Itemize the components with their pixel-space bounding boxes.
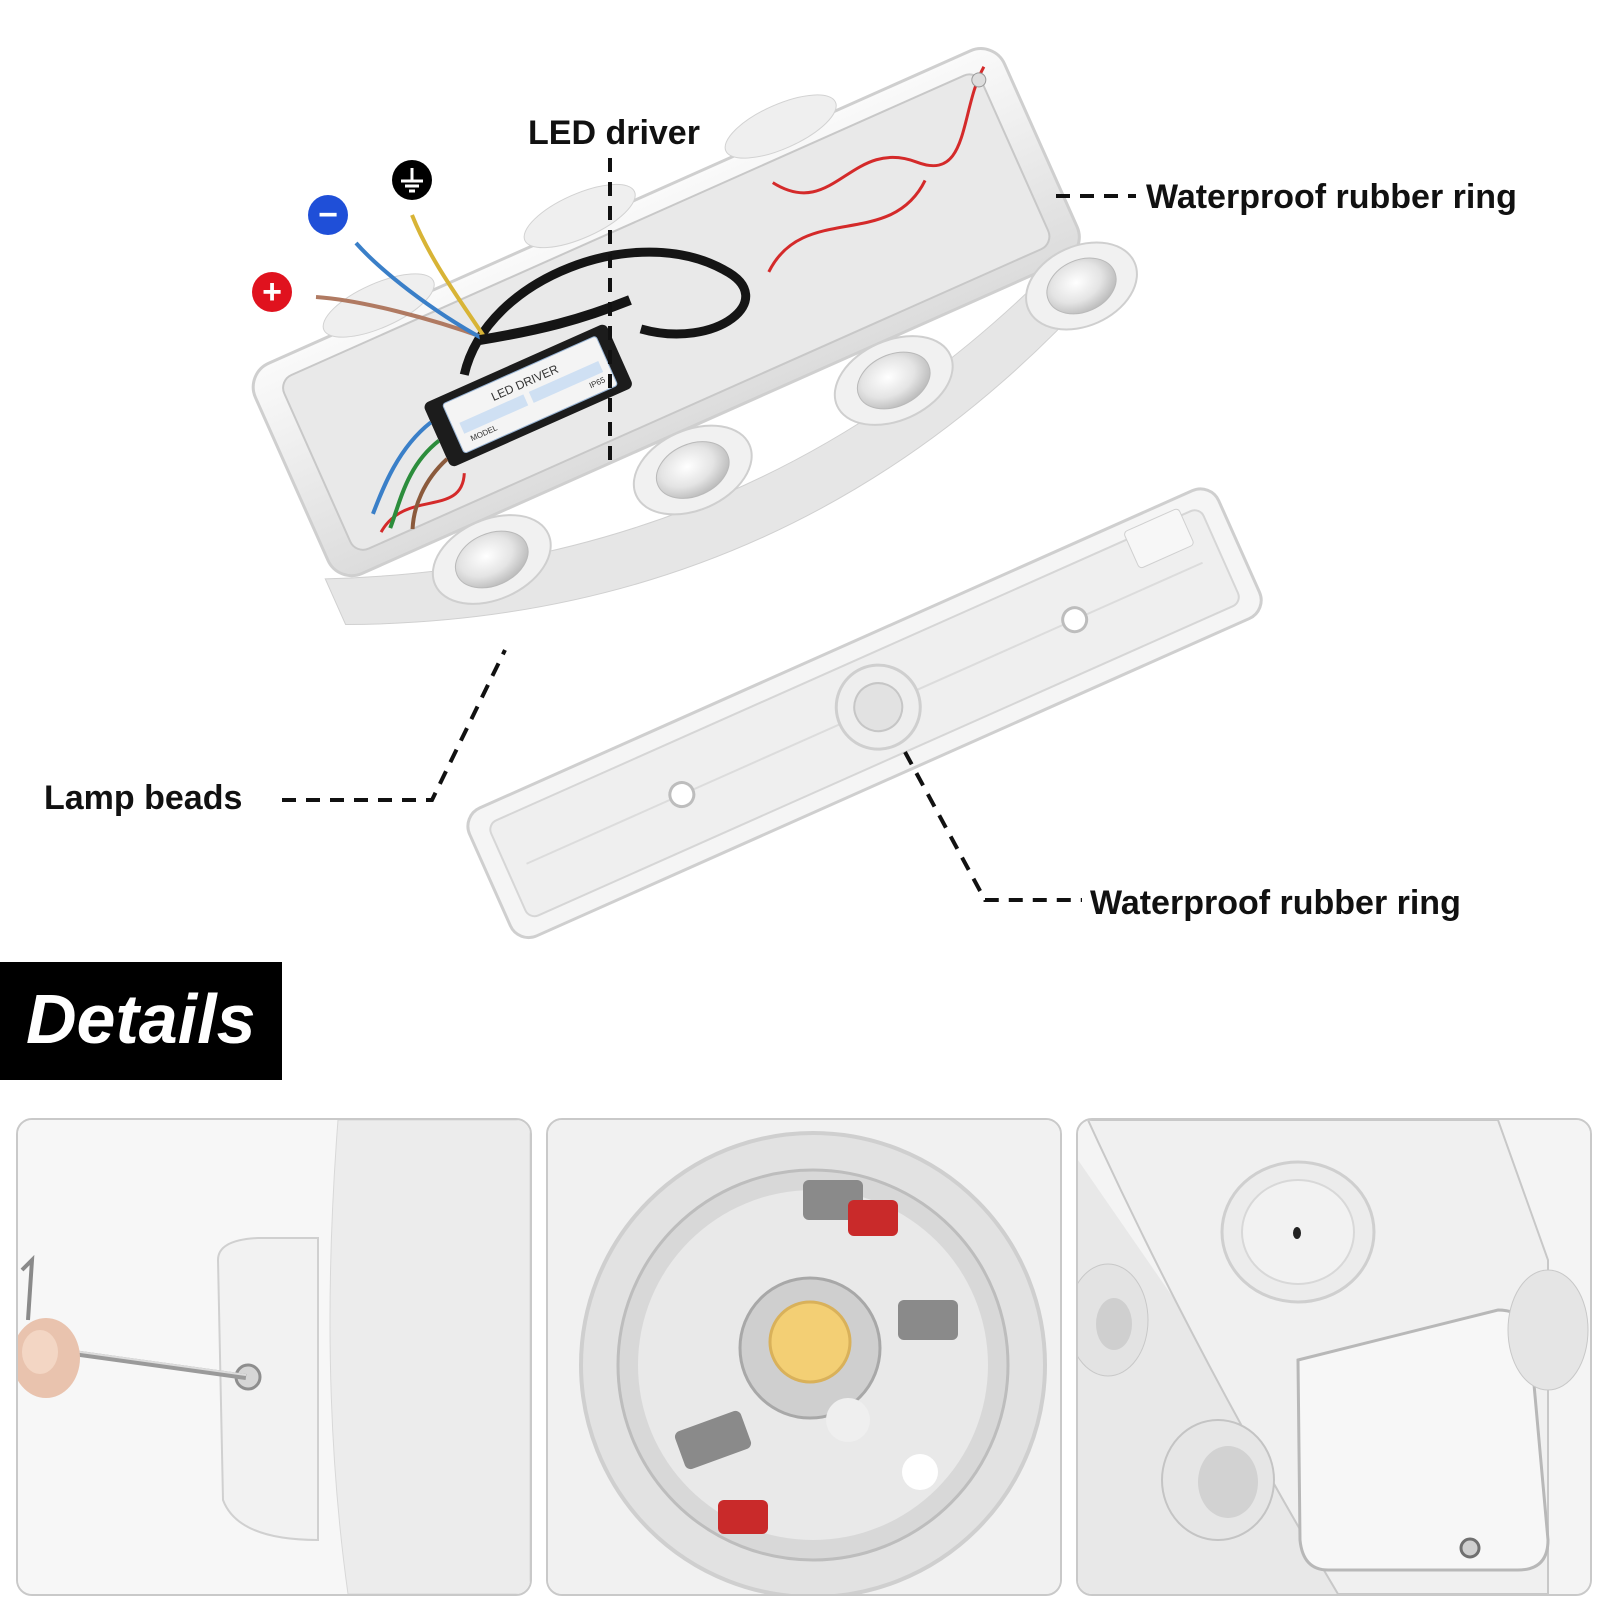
detail-panel-cover xyxy=(1076,1118,1592,1596)
back-cover-plate xyxy=(466,487,1263,940)
led-bead-detail-illustration xyxy=(548,1120,1060,1594)
details-title: Details xyxy=(26,980,256,1058)
lamp-housing: LED DRIVER MODEL IP65 xyxy=(251,47,1138,626)
details-banner: Details xyxy=(0,962,282,1080)
detail-panel-screw xyxy=(16,1118,532,1596)
lamp-beads-group xyxy=(431,241,1138,605)
detail-panel-led-bead xyxy=(546,1118,1062,1596)
callout-led-driver: LED driver xyxy=(528,114,700,152)
led-driver-module: LED DRIVER MODEL IP65 xyxy=(424,324,632,467)
positive-wire-icon: + xyxy=(252,272,292,312)
svg-text:−: − xyxy=(318,196,338,234)
cover-detail-illustration xyxy=(1078,1120,1590,1594)
ground-wire-icon xyxy=(392,160,432,200)
callout-waterproof-ring-top: Waterproof rubber ring xyxy=(1146,178,1517,216)
lamp-exploded-view: LED DRIVER MODEL IP65 + xyxy=(251,47,1263,940)
svg-text:+: + xyxy=(262,273,282,311)
callout-waterproof-ring-bottom: Waterproof rubber ring xyxy=(1090,884,1461,922)
callout-lamp-beads: Lamp beads xyxy=(44,779,243,817)
screw-detail-illustration xyxy=(18,1120,530,1594)
negative-wire-icon: − xyxy=(308,195,348,235)
callout-leaders xyxy=(282,158,1136,902)
